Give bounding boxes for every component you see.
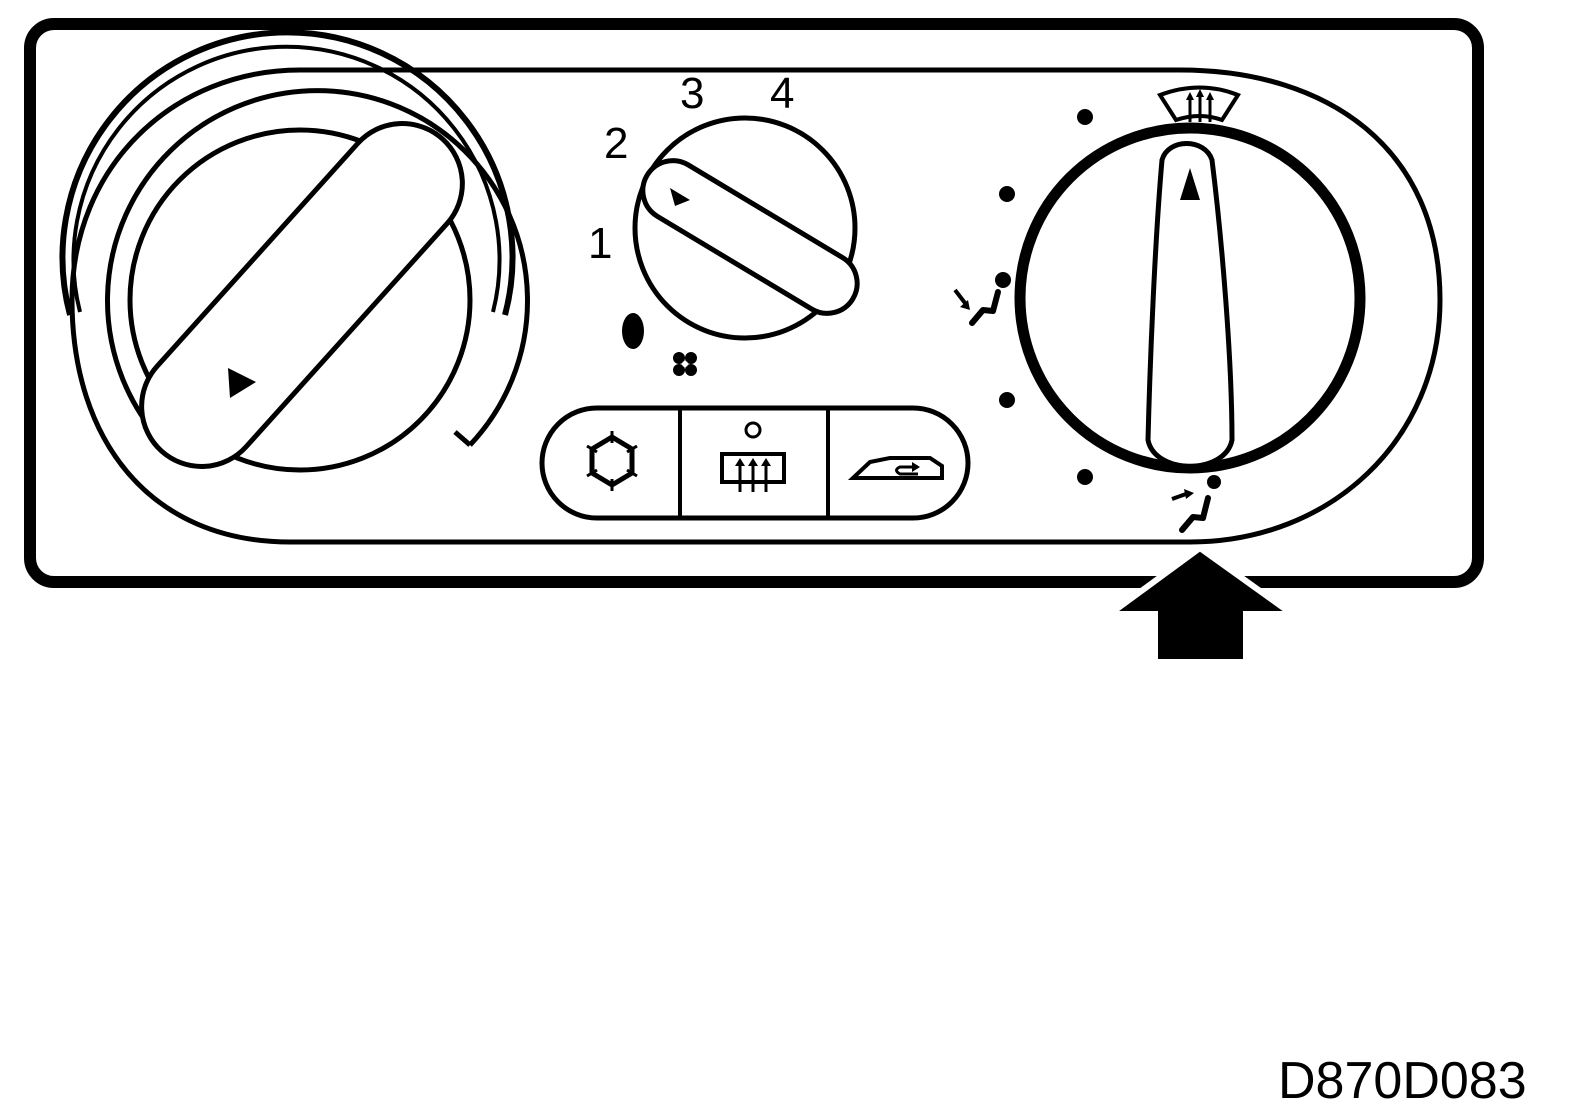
fan-speed-label-1: 1 [588,219,612,268]
ac-snowflake-icon [586,431,638,491]
fan-speed-label-4: 4 [770,69,794,118]
temperature-arc-inner [71,44,502,313]
temperature-knob-grip [139,121,465,469]
fan-icon [673,352,697,376]
fan-speed-knob[interactable] [632,115,869,341]
off-dot-icon [622,313,644,349]
figure-code-label: D870D083 [1278,1052,1527,1110]
rear-defrost-icon [720,452,786,492]
mode-knob[interactable] [1014,122,1366,474]
pointer-arrow-icon [1100,544,1302,665]
rear-defrost-button[interactable] [682,410,826,516]
fan-speed-label-3: 3 [680,69,704,118]
indicator-light [744,421,762,439]
temperature-arc-outer [59,29,516,316]
floor-vent-icon [1171,489,1211,533]
temperature-knob[interactable] [59,29,530,491]
ac-button[interactable] [545,410,678,516]
mode-knob-grip [1145,141,1235,469]
recirculation-button[interactable] [830,410,964,516]
fan-knob-grip [640,158,860,316]
mode-position-dots [995,109,1221,489]
recirculation-car-icon [847,456,944,480]
fan-pointer-triangle [670,188,690,206]
face-vent-icon [953,288,1001,326]
defrost-windshield-icon [1156,85,1241,123]
fan-speed-label-2: 2 [604,119,628,168]
temperature-pointer-triangle [228,368,256,398]
inner-bezel [69,67,1443,545]
mode-pointer-triangle [1180,168,1200,200]
temperature-arc-ring [105,88,530,447]
